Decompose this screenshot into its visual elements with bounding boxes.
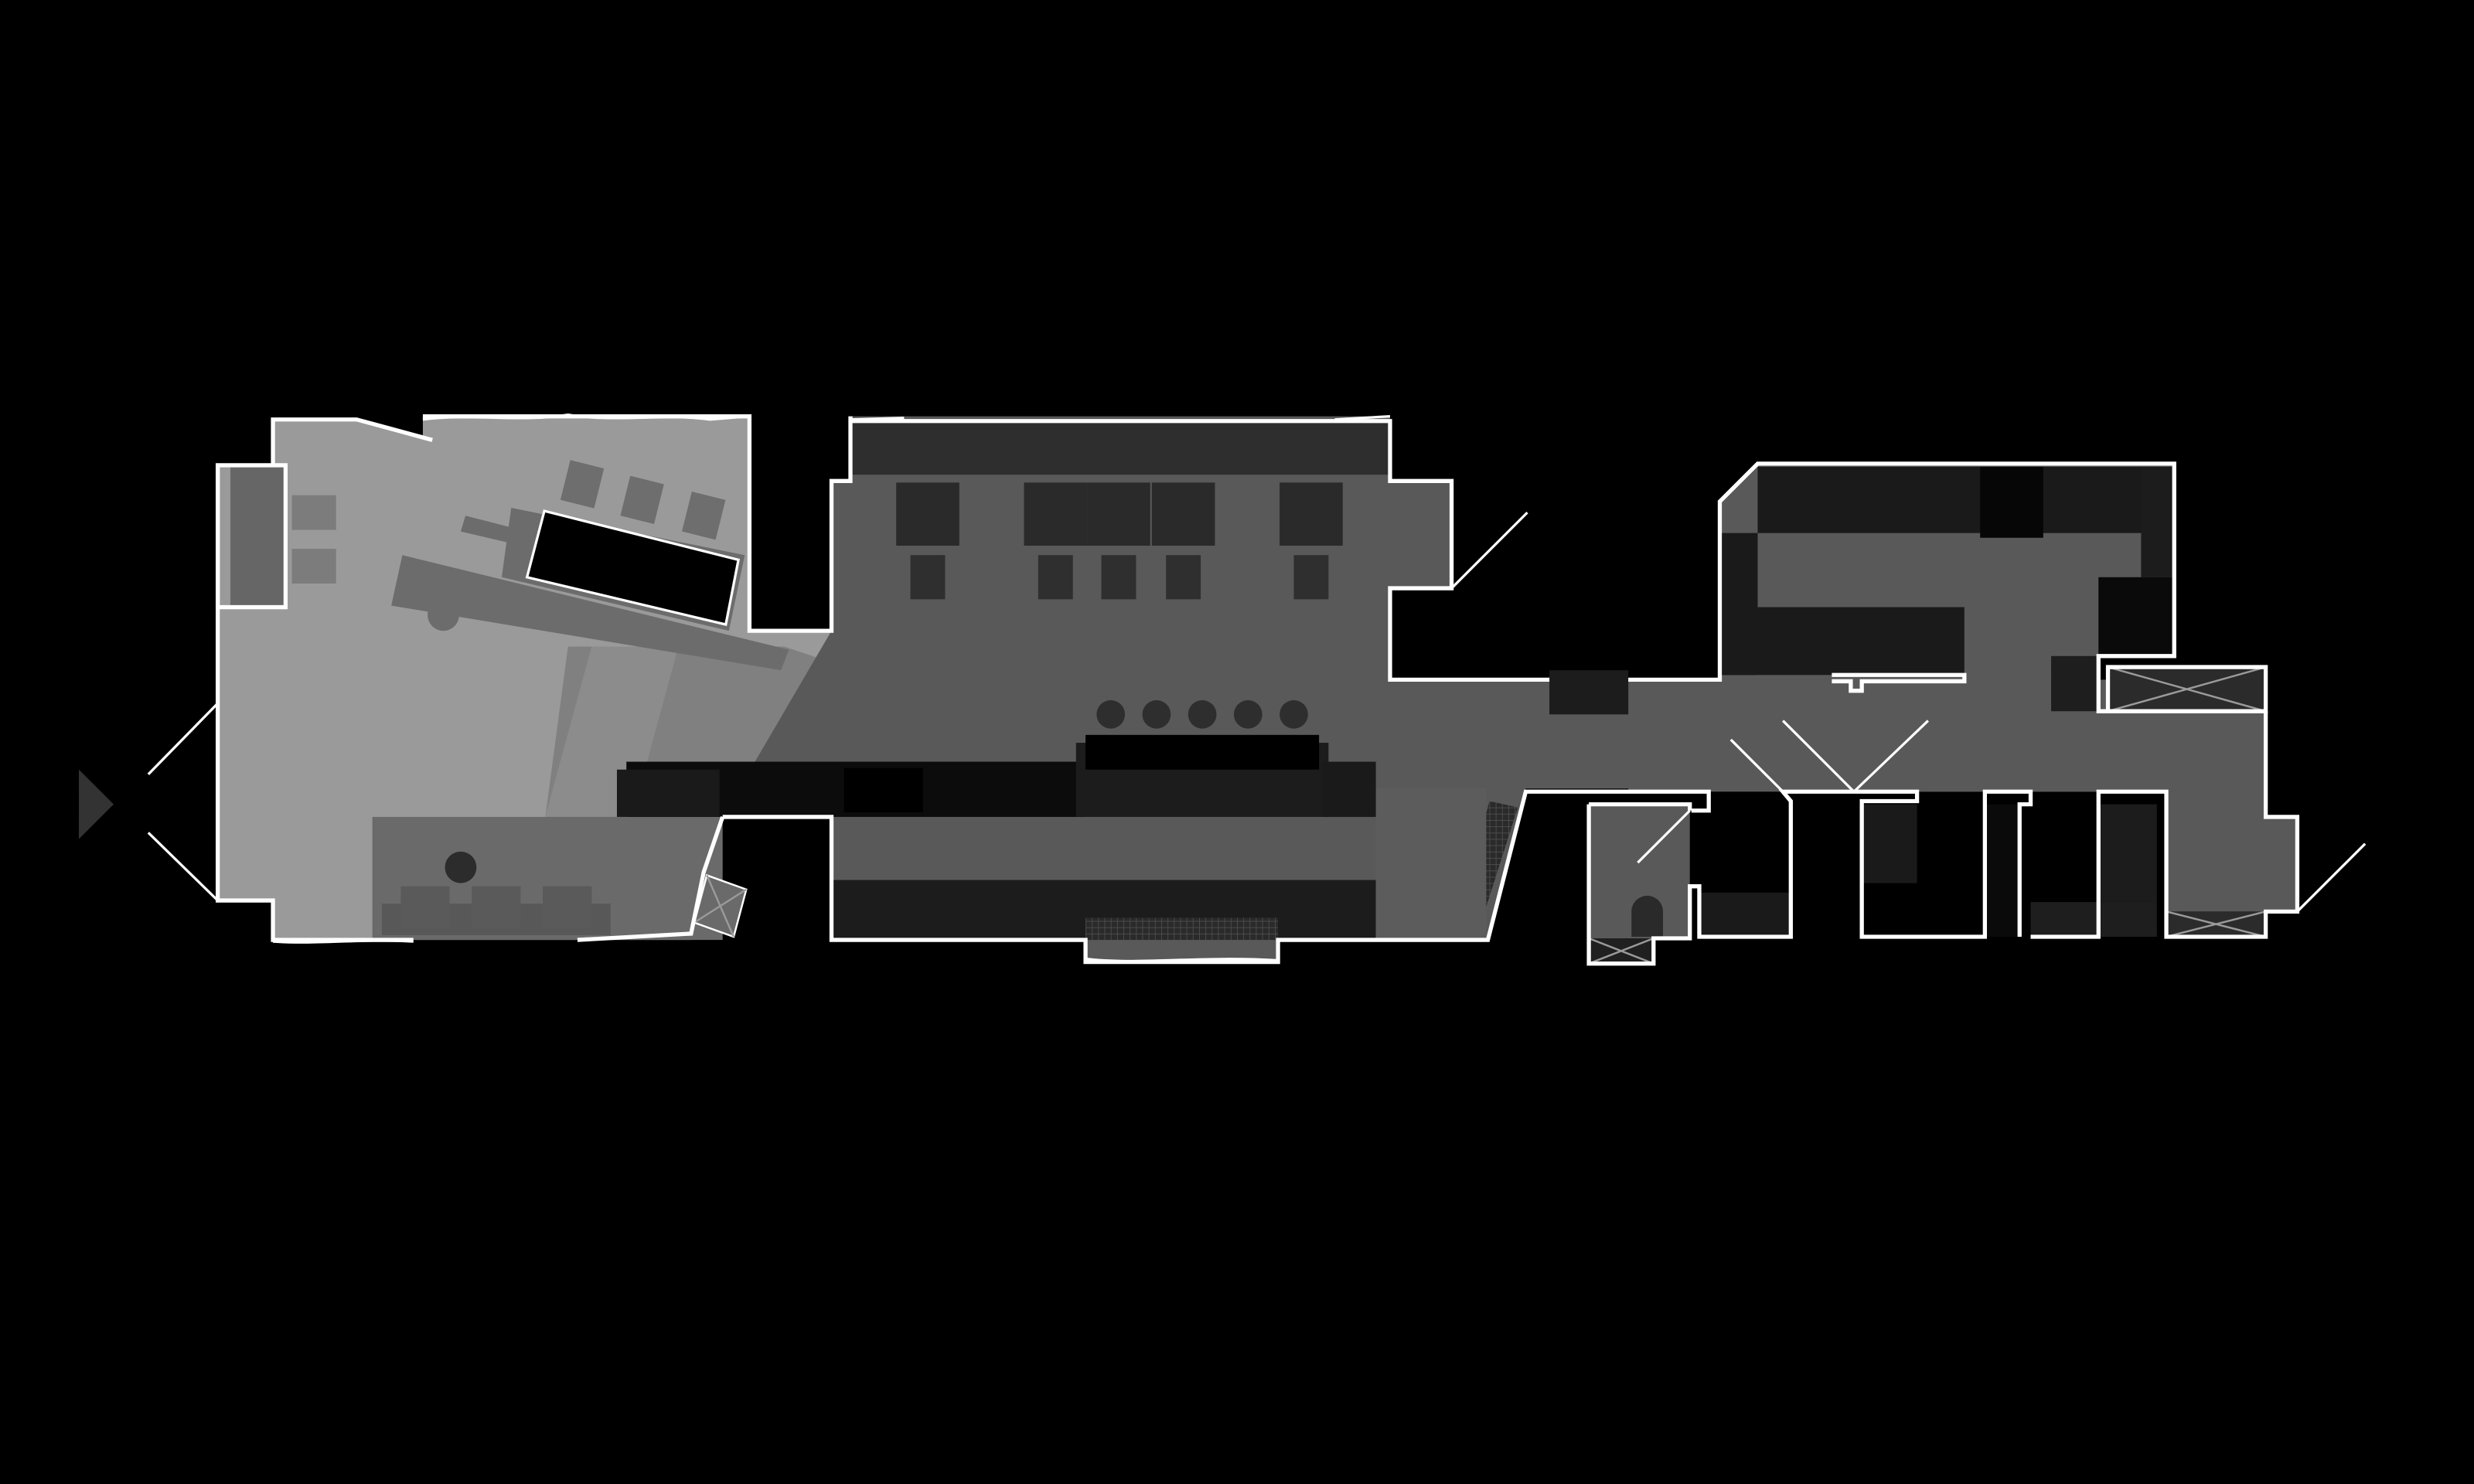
locker-base bbox=[2030, 902, 2157, 937]
ragged-bottom-edge bbox=[272, 939, 1279, 963]
north-wall-banquette bbox=[850, 422, 1390, 475]
lounge-chair bbox=[472, 886, 521, 928]
lounge-wall bbox=[577, 816, 725, 942]
washroom-door-swing bbox=[1637, 720, 1930, 864]
back-arrow-icon[interactable] bbox=[79, 769, 114, 839]
north-cabinet-dark bbox=[1980, 466, 2043, 538]
booth-table bbox=[1151, 482, 1215, 546]
kitchen-pass-wall bbox=[1832, 672, 1967, 693]
stall-cubicle bbox=[1862, 883, 1917, 937]
bar-south-wall bbox=[722, 789, 1711, 965]
booth-chair bbox=[1038, 555, 1073, 600]
diagonal-bar-extension bbox=[460, 516, 521, 544]
north-cabinet-run bbox=[1757, 466, 2172, 533]
east-wing-wall bbox=[1628, 461, 2268, 713]
bar-counter-well bbox=[843, 768, 923, 812]
hatch-icon bbox=[2166, 910, 2266, 938]
stage-opening bbox=[525, 509, 741, 626]
booth-table bbox=[1280, 482, 1343, 546]
ragged-top-edge bbox=[850, 415, 1391, 421]
stall-partition bbox=[1862, 804, 1917, 883]
lounge-chair bbox=[400, 886, 450, 928]
washroom-counter bbox=[1699, 892, 1791, 937]
grated-floor-strip bbox=[1085, 917, 1279, 941]
prep-counter bbox=[1719, 607, 1965, 676]
lounge-chair bbox=[543, 886, 592, 928]
bar-counter-top bbox=[1085, 734, 1320, 770]
east-wing bbox=[1549, 463, 2298, 965]
square-stool bbox=[682, 492, 726, 540]
square-stool bbox=[560, 460, 605, 509]
center-hall bbox=[722, 416, 1720, 962]
stall-divider bbox=[1985, 804, 2020, 937]
east-door-swing bbox=[1450, 511, 1528, 590]
round-table-icon bbox=[428, 599, 459, 631]
hatch-icon bbox=[2108, 665, 2266, 713]
booth-chair bbox=[910, 555, 946, 600]
north-hall-wall bbox=[850, 419, 1550, 682]
west-hall-shade-2 bbox=[544, 646, 679, 820]
booth-chair bbox=[1101, 555, 1136, 600]
booth-chair bbox=[1293, 555, 1329, 600]
locker-block bbox=[2098, 804, 2157, 903]
hatch-icon bbox=[693, 874, 747, 938]
ragged-top-edge bbox=[422, 413, 750, 421]
bar-counter-end bbox=[616, 769, 720, 817]
east-cabinet bbox=[2141, 466, 2175, 577]
round-stool-icon[interactable] bbox=[1142, 699, 1171, 729]
square-stool bbox=[620, 475, 664, 524]
booth-table bbox=[1087, 482, 1150, 546]
hatch-icon bbox=[1588, 937, 1654, 965]
round-table-icon bbox=[445, 851, 477, 883]
bar-counter bbox=[616, 699, 1376, 817]
west-outline bbox=[271, 417, 433, 465]
sink-icon bbox=[1631, 895, 1664, 937]
west-wall-bench bbox=[230, 465, 286, 608]
washroom-walls bbox=[1586, 789, 2033, 966]
storage-unit bbox=[2051, 655, 2097, 712]
diagonal-bar-counter bbox=[391, 555, 789, 671]
washroom-west-wall bbox=[1589, 802, 1692, 811]
west-bench-seat-1 bbox=[291, 495, 336, 530]
east-exit-swing bbox=[2296, 842, 2367, 913]
east-outer-wall bbox=[2030, 711, 2300, 939]
round-stool-icon[interactable] bbox=[1096, 699, 1126, 729]
booth-table bbox=[896, 482, 959, 546]
round-stool-icon[interactable] bbox=[1233, 699, 1263, 729]
east-corridor-shadow bbox=[1375, 788, 1487, 941]
booth-table bbox=[1024, 482, 1088, 546]
west-door-swing bbox=[147, 702, 219, 902]
west-lower-wall bbox=[215, 703, 414, 942]
walls bbox=[147, 413, 2367, 966]
round-stool-icon[interactable] bbox=[1188, 699, 1217, 729]
bar-counter-cap bbox=[1322, 761, 1376, 817]
cold-storage bbox=[2098, 577, 2175, 656]
booth-chair bbox=[1166, 555, 1201, 600]
host-stand bbox=[1549, 670, 1629, 715]
round-stool-icon[interactable] bbox=[1280, 699, 1308, 729]
west-bench-seat-2 bbox=[291, 549, 336, 584]
